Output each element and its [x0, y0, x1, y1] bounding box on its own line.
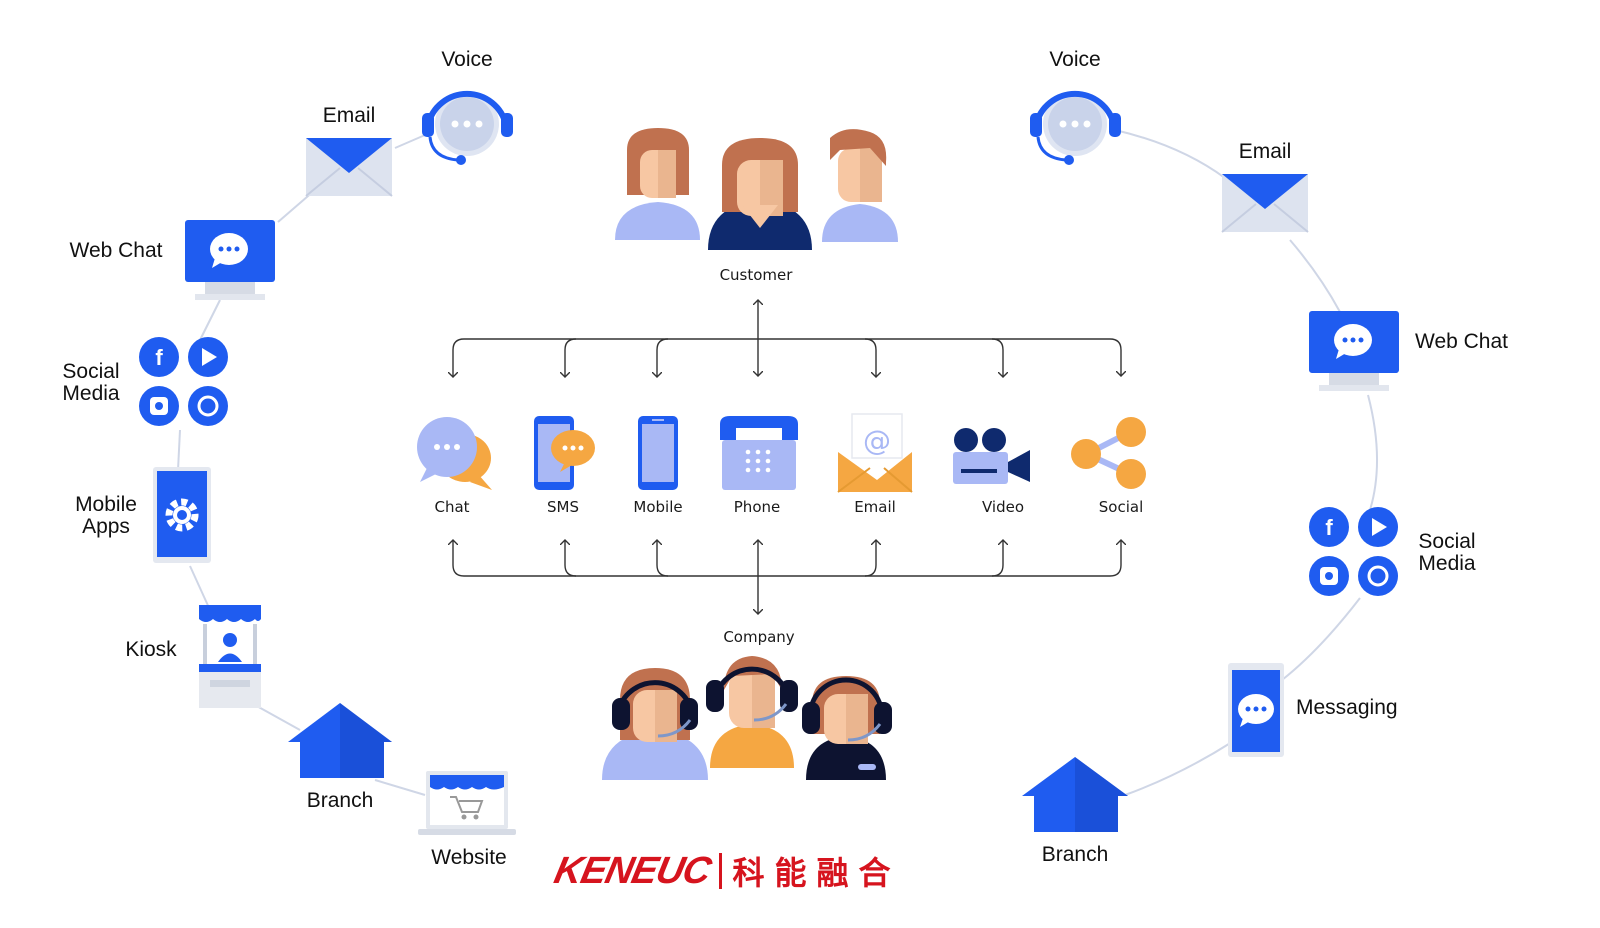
- social-media-icon: f: [139, 337, 228, 426]
- svg-text:@: @: [863, 424, 891, 457]
- brand-logo: KENEUC 科能融合: [551, 848, 901, 894]
- messaging-phone-icon: [1228, 663, 1284, 757]
- left-website-label: Website: [431, 846, 507, 869]
- channel-label-mobile: Mobile: [633, 498, 683, 516]
- right-messaging-label: Messaging: [1296, 696, 1398, 719]
- brand-name-en: KENEUC: [550, 849, 715, 892]
- branch-house-icon-right: [1022, 757, 1128, 832]
- mobile-gear-icon: [153, 467, 211, 563]
- brand-divider: [719, 853, 723, 889]
- website-laptop-icon: [418, 771, 516, 835]
- monitor-chat-icon: [185, 220, 275, 300]
- left-social-media-label: Social Media: [62, 360, 120, 405]
- svg-text:f: f: [155, 345, 163, 370]
- share-nodes-icon: [1071, 417, 1146, 489]
- sms-phone-icon: [534, 416, 595, 490]
- right-ring-lines: [1114, 129, 1379, 796]
- left-web-chat-label: Web Chat: [69, 239, 163, 262]
- channel-label-social: Social: [1098, 498, 1144, 516]
- channel-label-email: Email: [854, 498, 896, 516]
- channel-label-video: Video: [981, 498, 1025, 516]
- headset-icon: [422, 90, 513, 165]
- left-email-label: Email: [322, 104, 376, 127]
- right-social-media-label: Social Media: [1418, 530, 1476, 575]
- envelope-icon-right: [1221, 174, 1309, 233]
- social-media-icon-right: f: [1309, 507, 1398, 596]
- desk-phone-icon: [720, 416, 798, 490]
- left-kiosk-label: Kiosk: [125, 638, 177, 661]
- left-voice-label: Voice: [441, 48, 493, 71]
- branch-house-icon: [288, 703, 392, 778]
- brand-name-cn: 科能融合: [732, 854, 901, 892]
- chat-bubble-icon: [417, 417, 492, 490]
- right-email-label: Email: [1238, 140, 1292, 163]
- channel-label-phone: Phone: [733, 498, 781, 516]
- channel-label-chat: Chat: [434, 498, 470, 516]
- kiosk-icon: [199, 605, 261, 708]
- customer-people-icon: [615, 128, 898, 250]
- company-label: Company: [723, 628, 795, 646]
- left-branch-label: Branch: [306, 789, 374, 812]
- left-mobile-apps-label: Mobile Apps: [75, 493, 137, 538]
- connector-arrows: [453, 300, 1121, 614]
- envelope-icon: [305, 138, 393, 197]
- video-camera-icon: [953, 428, 1030, 484]
- right-voice-label: Voice: [1049, 48, 1101, 71]
- right-web-chat-label: Web Chat: [1415, 330, 1508, 353]
- svg-text:f: f: [1325, 515, 1333, 540]
- email-envelope-icon: @: [837, 413, 913, 493]
- right-branch-label: Branch: [1041, 843, 1109, 866]
- mobile-phone-icon: [638, 416, 678, 490]
- customer-label: Customer: [719, 266, 793, 284]
- monitor-chat-icon-right: [1309, 311, 1399, 391]
- headset-icon-right: [1030, 90, 1121, 165]
- channel-label-sms: SMS: [547, 498, 579, 516]
- company-agents-icon: [602, 656, 892, 780]
